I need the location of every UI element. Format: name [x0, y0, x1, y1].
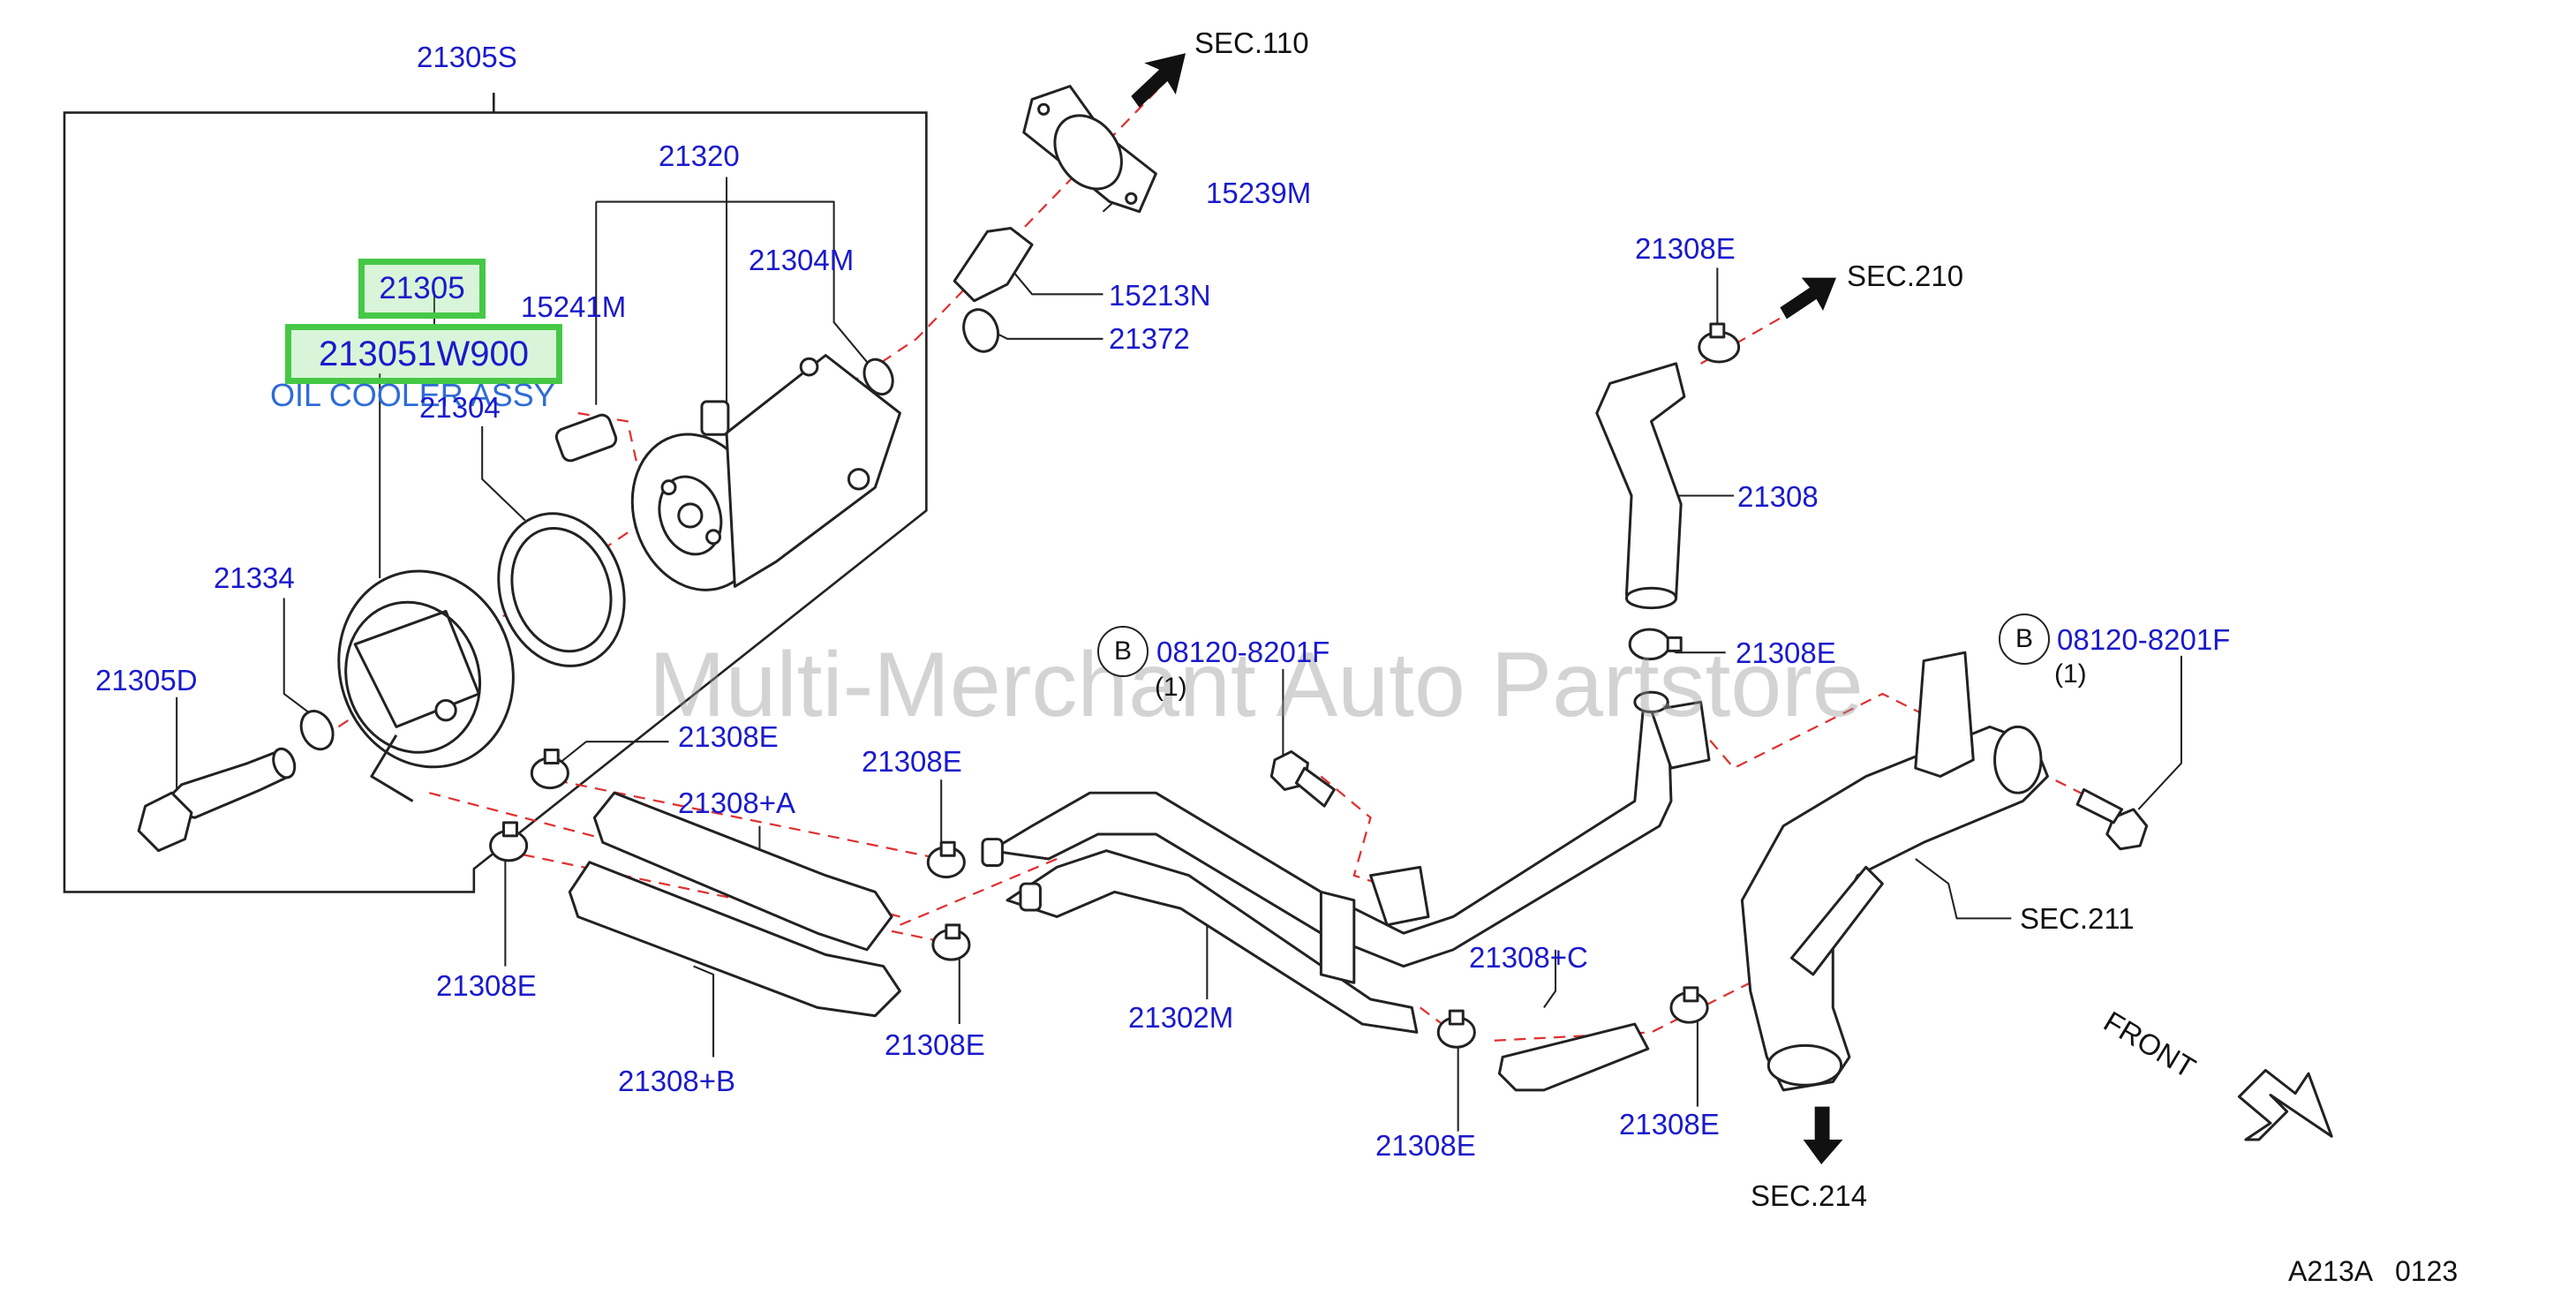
hose-c-part [1497, 1022, 1650, 1092]
label-clamp-bottom-right[interactable]: 21308E [1619, 1108, 1720, 1141]
label-hose-b[interactable]: 21308+B [618, 1065, 736, 1097]
front-arrow-part [2237, 1068, 2333, 1141]
label-clamp-center-upper[interactable]: 21308E [862, 745, 962, 778]
section-ref-sec210[interactable]: SEC.210 [1847, 260, 1964, 292]
oil-cooler-part [337, 569, 515, 802]
label-bolt-left-qty: (1) [1155, 673, 1187, 702]
clamp-left-part [530, 749, 569, 790]
arrow-sec214 [1803, 1106, 1843, 1165]
clamp-left-lower-part [489, 821, 529, 862]
hose-top-part [1595, 362, 1686, 610]
nipple-part [953, 226, 1034, 303]
arrow-sec110 [1131, 53, 1186, 108]
section-ref-sec214[interactable]: SEC.214 [1751, 1179, 1868, 1212]
plug-part [554, 413, 618, 463]
clamp-top-part [1698, 322, 1741, 364]
oring-small-part [299, 710, 335, 751]
label-bolt-left[interactable]: 08120-8201F [1156, 636, 1330, 668]
clamp-center-upper-part [926, 840, 966, 879]
gasket-ring-part [497, 512, 626, 667]
label-hose-a[interactable]: 21308+A [678, 787, 796, 819]
watermark: Multi-Merchant Auto Partstore [649, 634, 1864, 736]
label-gasket-flange[interactable]: 15239M [1206, 177, 1312, 209]
label-clamp-mid[interactable]: 21308E [1736, 636, 1836, 669]
label-oring-pump[interactable]: 21304M [749, 244, 855, 276]
connector-bolt-part [137, 747, 297, 853]
highlight-part-number-text[interactable]: 21305 [379, 271, 465, 305]
section-ref-sec110[interactable]: SEC.110 [1194, 26, 1309, 59]
label-nipple[interactable]: 15213N [1109, 279, 1211, 312]
highlight-part-number[interactable]: 21305 [358, 259, 486, 319]
label-clamp-left[interactable]: 21308E [678, 720, 779, 753]
highlight-full-part-number-text[interactable]: 213051W900 [319, 335, 529, 373]
label-kit[interactable]: 21305S [417, 41, 517, 73]
clamp-bottom-left-part [1436, 1009, 1476, 1049]
section-ref-sec211[interactable]: SEC.211 [2020, 902, 2135, 935]
water-pump-part [630, 354, 901, 591]
clamp-mid-part [1628, 628, 1683, 661]
label-bolt-right[interactable]: 08120-8201F [2057, 623, 2231, 656]
label-clamp-bottom-left[interactable]: 21308E [1375, 1129, 1476, 1162]
bolt-right-part [2075, 787, 2149, 851]
label-pump[interactable]: 21320 [659, 139, 740, 172]
label-plug[interactable]: 15241M [521, 290, 627, 323]
flange-gasket-part [1022, 85, 1157, 214]
arrow-sec210 [1780, 277, 1837, 320]
pipe-assembly-part [981, 690, 1711, 1034]
label-bolt-right-qty: (1) [2054, 659, 2087, 689]
label-clamp-left-lower[interactable]: 21308E [436, 969, 537, 1002]
bolt-marker-right: B [1999, 614, 2050, 665]
hose-b-part [568, 861, 901, 1018]
oring-part [862, 358, 894, 396]
label-clamp-top[interactable]: 21308E [1635, 232, 1736, 265]
footer-code: A213A 0123 [2288, 1255, 2459, 1287]
highlight-full-part-number[interactable]: 213051W900 [285, 324, 562, 384]
label-pipe[interactable]: 21302M [1128, 1001, 1234, 1034]
highlight-description: OIL COOLER ASSY [270, 377, 555, 413]
label-connector-bolt[interactable]: 21305D [95, 664, 198, 696]
cap-part [962, 308, 1000, 353]
clamp-center-lower-part [931, 923, 971, 961]
label-hose-top[interactable]: 21308 [1737, 480, 1819, 513]
label-oring-cooler[interactable]: 21334 [214, 561, 295, 594]
label-clamp-center-lower[interactable]: 21308E [885, 1028, 985, 1061]
label-hose-c[interactable]: 21308+C [1469, 941, 1588, 974]
clamp-bottom-right-part [1669, 986, 1709, 1024]
bolt-left-part [1269, 749, 1336, 808]
label-gasket-cooler[interactable]: 21304 [419, 391, 501, 424]
hose-a-part [592, 791, 893, 952]
kit-bracket-outline [63, 93, 928, 893]
label-cap[interactable]: 21372 [1109, 322, 1190, 355]
bolt-marker-left: B [1097, 626, 1149, 677]
housing-assembly-part [1740, 651, 2049, 1092]
